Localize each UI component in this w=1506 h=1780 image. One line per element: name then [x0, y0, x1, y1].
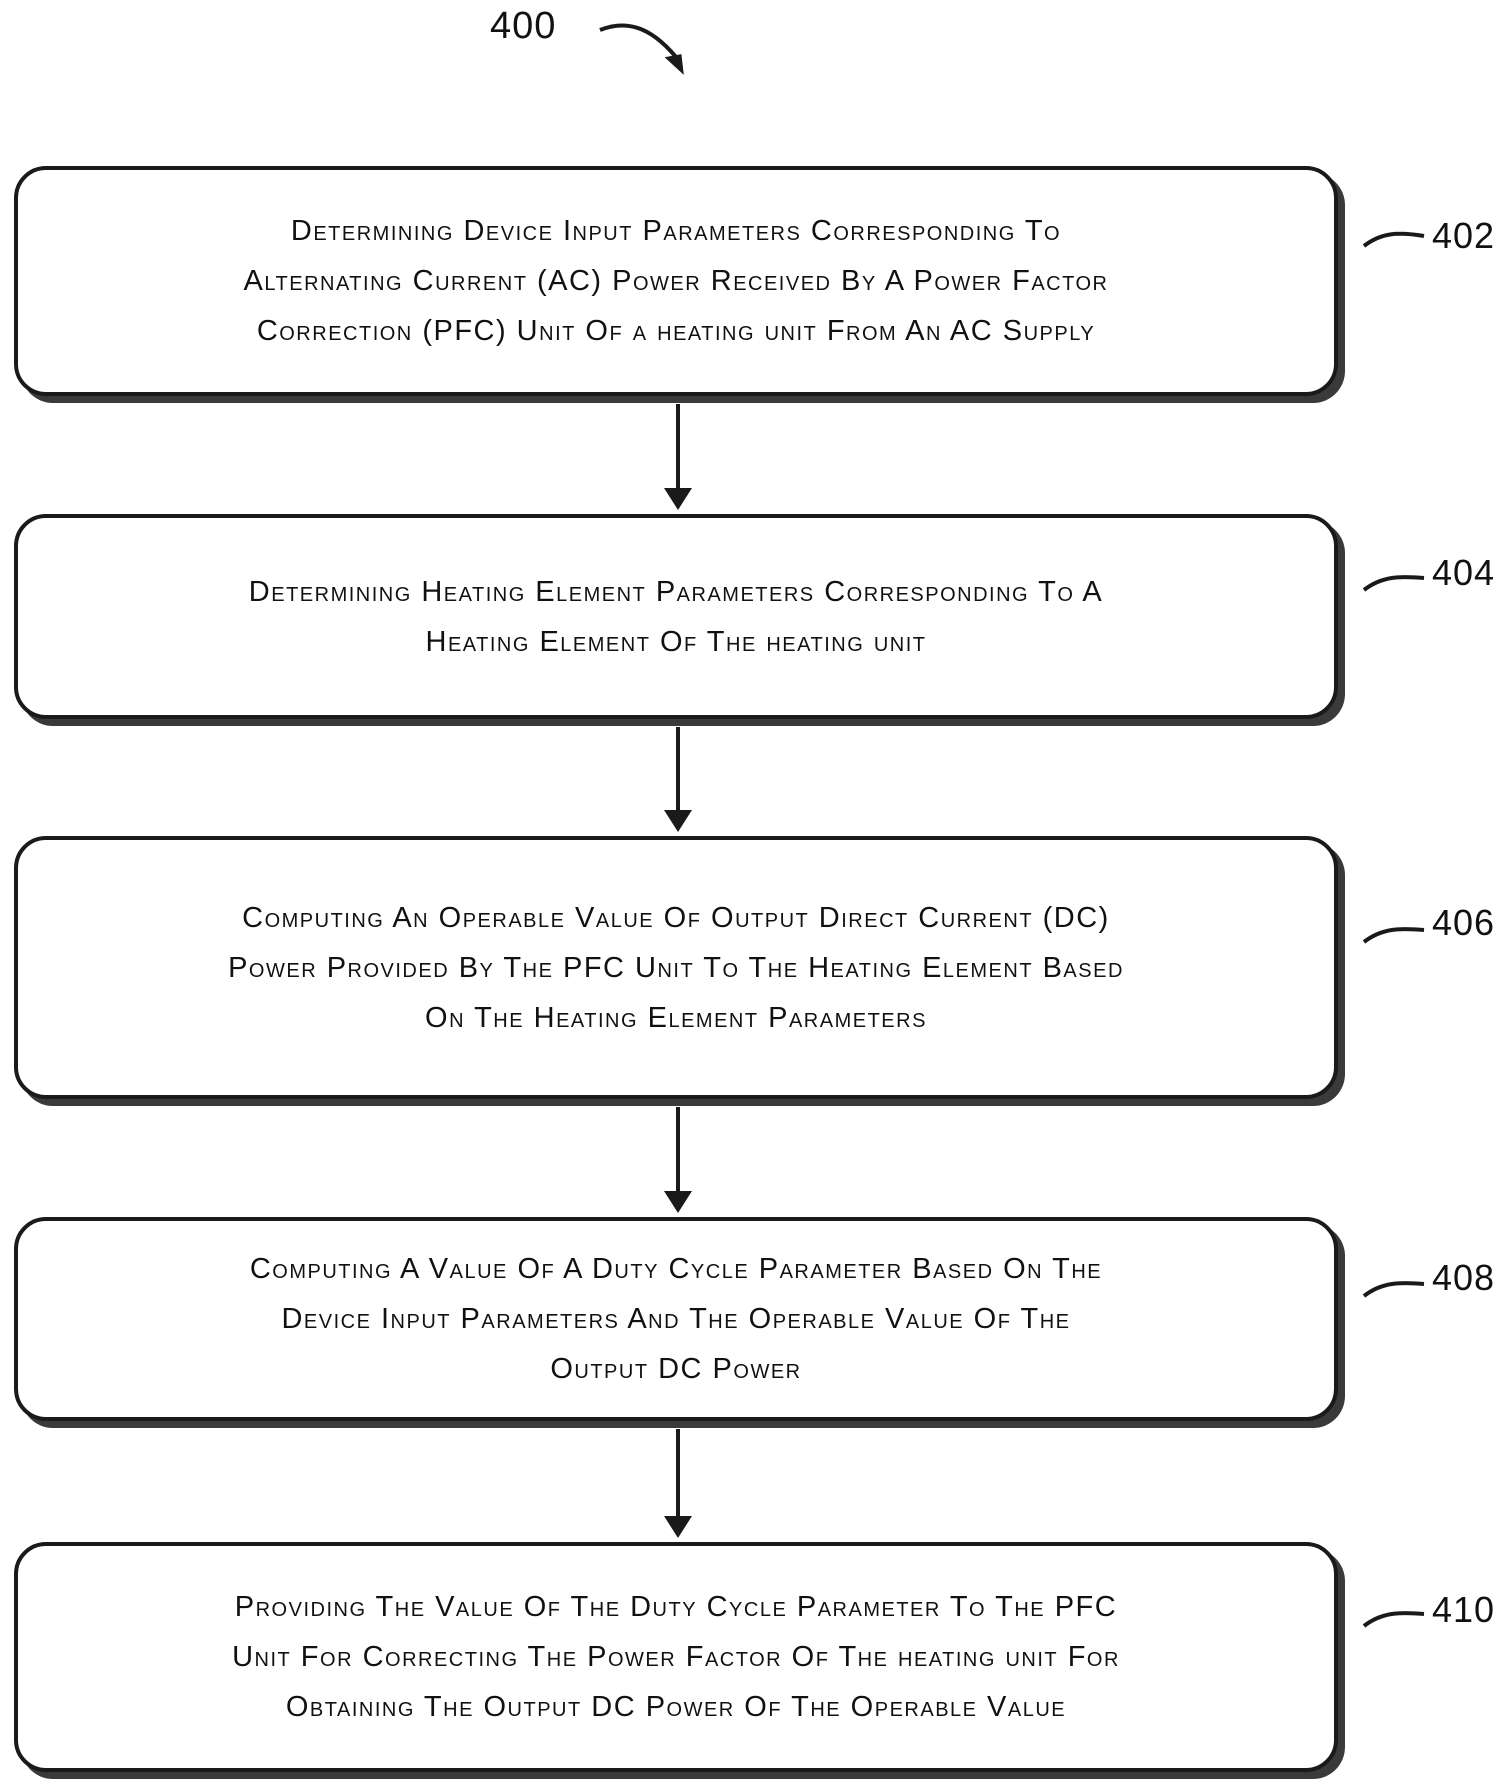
step-text-404: Determining Heating Element Parameters C…	[249, 567, 1103, 667]
step-box-410: Providing The Value Of The Duty Cycle Pa…	[14, 1542, 1338, 1772]
step-line: Determining Device Input Parameters Corr…	[244, 206, 1109, 256]
step-ref-406: 406	[1432, 901, 1495, 945]
step-line: Determining Heating Element Parameters C…	[249, 567, 1103, 617]
step-ref-410: 410	[1432, 1588, 1495, 1632]
step-ref-404: 404	[1432, 551, 1495, 595]
step-box-404: Determining Heating Element Parameters C…	[14, 514, 1338, 719]
figure-number: 400	[490, 2, 556, 50]
connector-408-410	[664, 1429, 692, 1538]
connector-404-406	[664, 727, 692, 832]
step-line: Providing The Value Of The Duty Cycle Pa…	[232, 1582, 1120, 1632]
step-line: Power Provided By The PFC Unit To The He…	[228, 943, 1124, 993]
step-line: Correction (PFC) Unit Of a heating unit …	[244, 306, 1109, 356]
step-line: Obtaining The Output DC Power Of The Ope…	[232, 1682, 1120, 1732]
step-line: Device Input Parameters And The Operable…	[250, 1294, 1102, 1344]
connector-402-404	[664, 404, 692, 510]
step-line: On The Heating Element Parameters	[228, 993, 1124, 1043]
step-text-402: Determining Device Input Parameters Corr…	[244, 206, 1109, 356]
step-box-402: Determining Device Input Parameters Corr…	[14, 166, 1338, 396]
step-line: Output DC Power	[250, 1344, 1102, 1394]
step-line: Alternating Current (AC) Power Received …	[244, 256, 1109, 306]
step-text-410: Providing The Value Of The Duty Cycle Pa…	[232, 1582, 1120, 1732]
step-ref-408: 408	[1432, 1256, 1495, 1300]
leader-line-408	[1364, 1283, 1424, 1296]
step-line: Computing An Operable Value Of Output Di…	[228, 893, 1124, 943]
step-line: Heating Element Of The heating unit	[249, 617, 1103, 667]
leader-line-410	[1364, 1613, 1424, 1626]
leader-line-402	[1364, 234, 1424, 246]
figure-pointer-arrow	[600, 25, 687, 74]
step-box-406: Computing An Operable Value Of Output Di…	[14, 836, 1338, 1099]
step-line: Unit For Correcting The Power Factor Of …	[232, 1632, 1120, 1682]
step-text-408: Computing A Value Of A Duty Cycle Parame…	[250, 1244, 1102, 1394]
step-line: Computing A Value Of A Duty Cycle Parame…	[250, 1244, 1102, 1294]
step-ref-402: 402	[1432, 214, 1495, 258]
leader-line-404	[1364, 577, 1424, 590]
leader-line-406	[1364, 929, 1424, 942]
step-box-408: Computing A Value Of A Duty Cycle Parame…	[14, 1217, 1338, 1421]
connector-406-408	[664, 1107, 692, 1213]
step-text-406: Computing An Operable Value Of Output Di…	[228, 893, 1124, 1043]
